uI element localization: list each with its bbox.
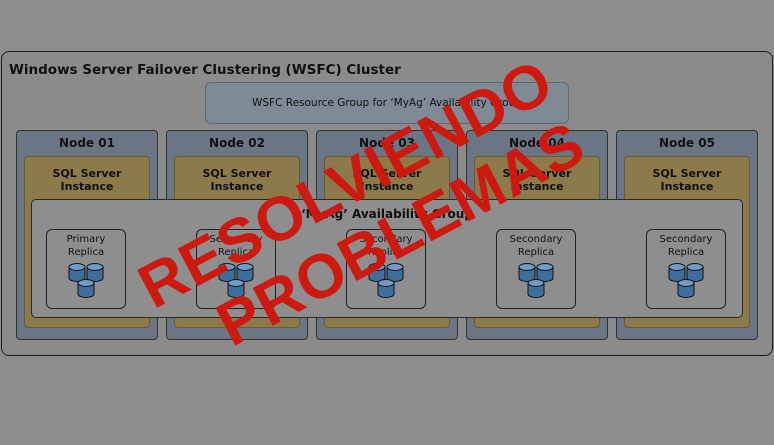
instance-line2: Instance [510,180,564,193]
instance-line2: Instance [60,180,114,193]
replica-box [346,229,426,309]
node-title: Node 03 [359,136,415,150]
database-cylinders-icon [661,262,711,302]
replica-line1: Secondary [659,234,713,245]
instance-line1: SQL Server [352,167,422,180]
instance-line2: Instance [360,180,414,193]
cluster-title: Windows Server Failover Clustering (WSFC… [9,62,401,78]
instance-line1: SQL Server [52,167,122,180]
database-cylinders-icon [211,262,261,302]
node-title: Node 05 [659,136,715,150]
instance-line2: Instance [210,180,264,193]
node-title: Node 02 [209,136,265,150]
resource-group-label: WSFC Resource Group for ‘MyAg’ Availabil… [252,97,522,109]
replica-line1: Secondary [359,234,413,245]
replica-line2: Replica [367,247,405,258]
replica-line1: Secondary [209,234,263,245]
instance-line1: SQL Server [652,167,722,180]
replica-line1: Primary [66,234,106,245]
instance-line1: SQL Server [202,167,272,180]
instance-line2: Instance [660,180,714,193]
instance-line1: SQL Server [502,167,572,180]
replica-line2: Replica [217,247,255,258]
availability-group-title: ‘MyAg’ Availability Group [301,207,473,221]
database-cylinders-icon [361,262,411,302]
resource-group-box: WSFC Resource Group for ‘MyAg’ Availabil… [205,82,569,124]
replica-line2: Replica [667,247,705,258]
replica-line2: Replica [67,247,105,258]
database-cylinders-icon [511,262,561,302]
node-title: Node 01 [59,136,115,150]
node-title: Node 04 [509,136,565,150]
replica-line2: Replica [517,247,555,258]
database-cylinders-icon [61,262,111,302]
replica-line1: Secondary [509,234,563,245]
